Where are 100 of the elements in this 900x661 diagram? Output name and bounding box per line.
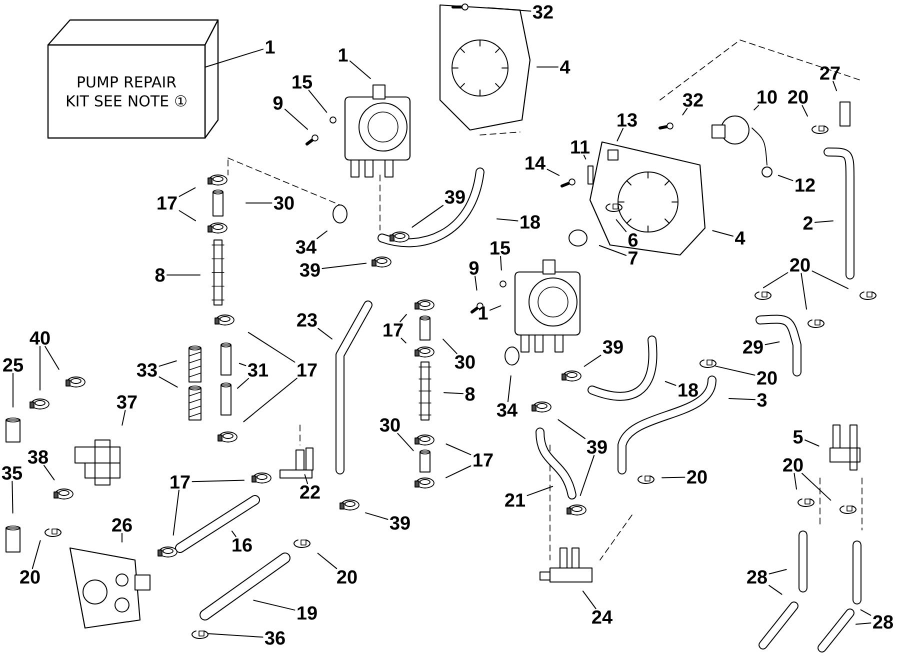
callout-number: 30 xyxy=(380,418,400,432)
callout-number: 22 xyxy=(300,485,320,499)
leader-line xyxy=(284,108,308,130)
leader-line xyxy=(192,480,244,482)
leader-line xyxy=(490,305,502,311)
leader-line xyxy=(712,230,734,237)
leader-line xyxy=(178,187,196,197)
leader-line xyxy=(558,419,586,440)
callout-number: 16 xyxy=(232,538,252,552)
callout-number: 39 xyxy=(602,340,623,354)
leader-line xyxy=(158,360,177,367)
leader-line xyxy=(856,622,872,625)
leader-line xyxy=(488,7,532,12)
leader-line xyxy=(616,128,624,142)
callout-number: 17 xyxy=(384,323,403,337)
callout-number: 19 xyxy=(298,606,317,620)
callout-number: 39 xyxy=(444,190,465,204)
callout-number: 20 xyxy=(687,470,707,484)
callout-number: 28 xyxy=(873,615,893,629)
callout-number: 34 xyxy=(296,240,316,254)
callout-number: 24 xyxy=(592,610,612,624)
leader-line xyxy=(12,480,14,514)
leader-line xyxy=(616,219,627,232)
callout-number: 29 xyxy=(743,340,763,354)
callout-number: 36 xyxy=(264,631,285,645)
leader-line xyxy=(582,590,596,610)
leader-line xyxy=(32,540,41,570)
leader-line xyxy=(584,354,602,367)
leader-line xyxy=(350,60,371,79)
leader-line xyxy=(507,375,512,402)
leader-line xyxy=(208,633,264,638)
callout-number: 26 xyxy=(112,518,132,532)
leader-line xyxy=(44,464,55,480)
leader-line xyxy=(778,174,794,182)
callout-number: 20 xyxy=(790,258,810,272)
leader-line xyxy=(178,210,196,222)
leader-line xyxy=(812,270,848,290)
callout-number: 10 xyxy=(758,90,777,104)
leader-line xyxy=(794,472,797,490)
leader-line xyxy=(802,472,832,501)
leader-line xyxy=(768,584,782,595)
leader-line xyxy=(474,276,478,291)
callout-number: 17 xyxy=(298,363,317,377)
leader-line xyxy=(12,372,14,408)
leader-line xyxy=(754,104,760,110)
callout-number: 17 xyxy=(170,475,190,489)
leader-line xyxy=(583,154,586,160)
leader-line xyxy=(496,218,518,222)
leader-line xyxy=(860,609,872,616)
callout-number: 27 xyxy=(820,66,840,80)
callout-number: 9 xyxy=(469,261,479,275)
leader-line xyxy=(814,220,834,223)
leader-line xyxy=(122,410,126,426)
leader-line xyxy=(238,362,246,366)
leader-line xyxy=(243,378,298,422)
callout-number: 37 xyxy=(116,395,137,409)
leader-line xyxy=(536,66,559,68)
callout-number: 11 xyxy=(571,140,590,154)
leader-line xyxy=(397,432,414,452)
kit-box: PUMP REPAIR KIT SEE NOTE ① xyxy=(47,19,219,139)
leader-line xyxy=(764,341,780,346)
leader-line xyxy=(44,346,60,370)
leader-line xyxy=(800,272,807,310)
callout-number: 40 xyxy=(30,331,50,345)
leader-line xyxy=(365,512,388,520)
callout-number: 8 xyxy=(155,268,165,282)
leader-line xyxy=(444,392,464,394)
callout-number: 1 xyxy=(338,48,348,62)
callout-number: 20 xyxy=(788,90,808,104)
callout-number: 32 xyxy=(532,5,553,19)
leader-line xyxy=(318,328,332,340)
leader-line xyxy=(166,274,200,276)
callout-number: 39 xyxy=(300,263,320,277)
leader-line xyxy=(317,552,338,570)
callout-number: 21 xyxy=(505,493,526,507)
leader-line xyxy=(246,202,272,204)
callout-number: 13 xyxy=(618,113,637,127)
callout-number: 20 xyxy=(783,458,803,472)
leader-line xyxy=(802,104,808,117)
leader-line xyxy=(763,272,788,288)
callout-number: 15 xyxy=(292,75,312,89)
leader-line xyxy=(322,262,367,269)
callout-number: 3 xyxy=(757,393,767,407)
callout-number: 1 xyxy=(266,40,275,54)
callout-number: 39 xyxy=(390,516,410,530)
leader-line xyxy=(237,378,250,389)
leader-line xyxy=(664,381,676,386)
leader-line xyxy=(172,490,180,536)
callout-number: 30 xyxy=(454,355,475,369)
leader-line xyxy=(253,600,296,611)
callout-number: 20 xyxy=(757,371,777,385)
callout-number: 4 xyxy=(560,60,570,74)
callout-number: 25 xyxy=(3,358,24,372)
leader-line xyxy=(316,230,328,240)
callout-number: 12 xyxy=(796,178,815,192)
callout-number: 32 xyxy=(682,93,703,107)
leader-line xyxy=(231,530,236,538)
leader-line xyxy=(526,486,554,496)
callout-number: 23 xyxy=(297,313,317,327)
callout-number: 7 xyxy=(628,251,638,265)
